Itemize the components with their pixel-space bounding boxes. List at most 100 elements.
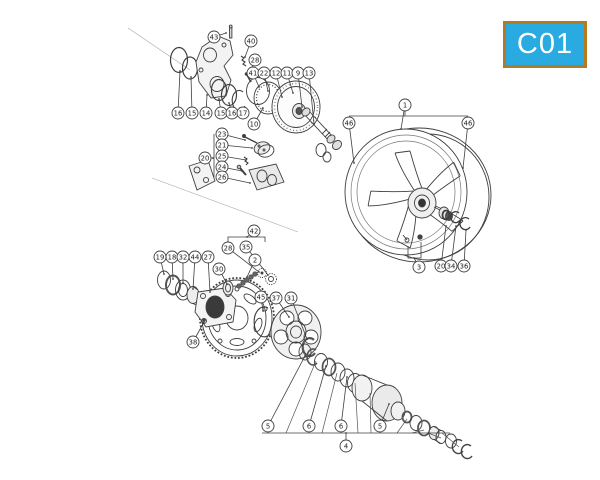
front-wheel xyxy=(344,127,492,263)
caliper-bracket-drawing xyxy=(188,159,216,191)
svg-text:31: 31 xyxy=(287,294,296,302)
svg-text:38: 38 xyxy=(189,338,198,346)
svg-text:3: 3 xyxy=(417,263,421,271)
svg-text:14: 14 xyxy=(202,109,211,117)
callout-40: 40 xyxy=(244,34,258,58)
callout-44: 44 xyxy=(188,250,202,290)
callout-42: 42 xyxy=(246,224,261,238)
svg-text:16: 16 xyxy=(228,109,237,117)
axle-13-drawing xyxy=(301,107,342,163)
callout-13: 13 xyxy=(302,66,316,125)
callout-43: 43 xyxy=(207,30,227,44)
callout-6: 6 xyxy=(334,376,348,433)
callout-46: 46 xyxy=(342,116,356,164)
svg-text:15: 15 xyxy=(217,109,226,117)
seal-31-drawing xyxy=(301,337,316,358)
callout-32: 32 xyxy=(176,250,190,284)
svg-text:37: 37 xyxy=(272,294,281,302)
hub-flange-27-drawing xyxy=(194,287,237,328)
pad-spring-25-drawing xyxy=(243,156,249,166)
svg-text:12: 12 xyxy=(272,69,281,77)
brake-pad-21-drawing xyxy=(253,141,275,158)
callout-25: 25 xyxy=(215,149,247,163)
svg-text:46: 46 xyxy=(464,119,473,127)
svg-text:6: 6 xyxy=(307,422,311,430)
svg-text:28: 28 xyxy=(251,56,260,64)
callout-16: 16 xyxy=(225,102,239,120)
svg-text:10: 10 xyxy=(250,120,259,128)
svg-text:35: 35 xyxy=(242,243,251,251)
oring-15-drawing xyxy=(181,56,199,80)
callout-4: 4 xyxy=(339,432,353,453)
callout-3: 3 xyxy=(412,257,426,274)
svg-text:20: 20 xyxy=(201,154,210,162)
pin-43-drawing xyxy=(228,24,233,39)
callout-9: 9 xyxy=(291,66,305,108)
spring-40-drawing xyxy=(240,55,247,67)
axle-rings-right xyxy=(409,415,473,460)
svg-text:1: 1 xyxy=(403,101,407,109)
callout-45: 45 xyxy=(254,290,268,312)
bolt-24-drawing xyxy=(236,164,247,176)
pad-pin-23-drawing xyxy=(242,134,258,144)
callout-22: 22 xyxy=(257,66,271,92)
callout-2: 2 xyxy=(246,253,262,278)
callout-35: 35 xyxy=(239,240,269,276)
callout-10: 10 xyxy=(247,107,264,131)
callout-17: 17 xyxy=(236,106,250,120)
callout-46: 46 xyxy=(461,116,475,169)
svg-text:25: 25 xyxy=(218,152,227,160)
ring-41-drawing xyxy=(246,77,270,105)
svg-text:5: 5 xyxy=(266,422,270,430)
adjuster-gear-35-drawing xyxy=(265,273,277,285)
callout-16: 16 xyxy=(171,70,185,120)
page-code-label: C01 xyxy=(516,28,574,60)
callout-30: 30 xyxy=(212,262,228,285)
rim-front-edge xyxy=(344,128,468,256)
rear-hub-assembly xyxy=(157,268,473,460)
svg-text:21: 21 xyxy=(218,141,227,149)
svg-text:42: 42 xyxy=(250,227,259,235)
callout-23: 23 xyxy=(215,127,246,141)
svg-text:4: 4 xyxy=(344,442,348,450)
svg-text:44: 44 xyxy=(191,253,200,261)
svg-text:40: 40 xyxy=(247,37,256,45)
circlip-36-drawing xyxy=(459,216,471,231)
brake-caliper-group xyxy=(188,134,285,191)
leader-fan-lines xyxy=(285,360,460,448)
adjuster-gear-28-drawing xyxy=(257,268,267,278)
svg-text:26: 26 xyxy=(218,173,227,181)
svg-text:22: 22 xyxy=(260,69,269,77)
callout-27: 27 xyxy=(201,250,215,293)
callout-15: 15 xyxy=(214,98,228,120)
rim-bead xyxy=(350,134,462,250)
cush-hub-37-drawing xyxy=(270,304,322,360)
callout-34: 34 xyxy=(444,225,458,273)
rim-well xyxy=(356,140,456,244)
svg-text:28: 28 xyxy=(224,244,233,252)
callout-24: 24 xyxy=(215,160,243,174)
callout-6: 6 xyxy=(302,365,327,433)
svg-text:32: 32 xyxy=(179,253,188,261)
svg-text:2: 2 xyxy=(253,256,257,264)
svg-text:17: 17 xyxy=(239,109,248,117)
callout-31: 31 xyxy=(284,291,308,340)
svg-text:13: 13 xyxy=(305,69,314,77)
svg-text:45: 45 xyxy=(257,293,266,301)
callout-1: 1 xyxy=(398,98,412,130)
svg-text:5: 5 xyxy=(378,422,382,430)
bush-30-drawing xyxy=(222,280,234,296)
svg-text:16: 16 xyxy=(174,109,183,117)
callout-26: 26 xyxy=(215,170,251,184)
svg-text:6: 6 xyxy=(339,422,343,430)
svg-text:9: 9 xyxy=(296,69,300,77)
svg-text:30: 30 xyxy=(215,265,224,273)
oring-16-drawing xyxy=(169,46,189,74)
chain-segment-2-drawing xyxy=(236,271,258,289)
svg-text:24: 24 xyxy=(218,163,227,171)
callout-28: 28 xyxy=(221,241,260,273)
callout-36: 36 xyxy=(457,229,471,273)
svg-text:15: 15 xyxy=(188,109,197,117)
page-code-badge: C01 xyxy=(503,21,587,68)
